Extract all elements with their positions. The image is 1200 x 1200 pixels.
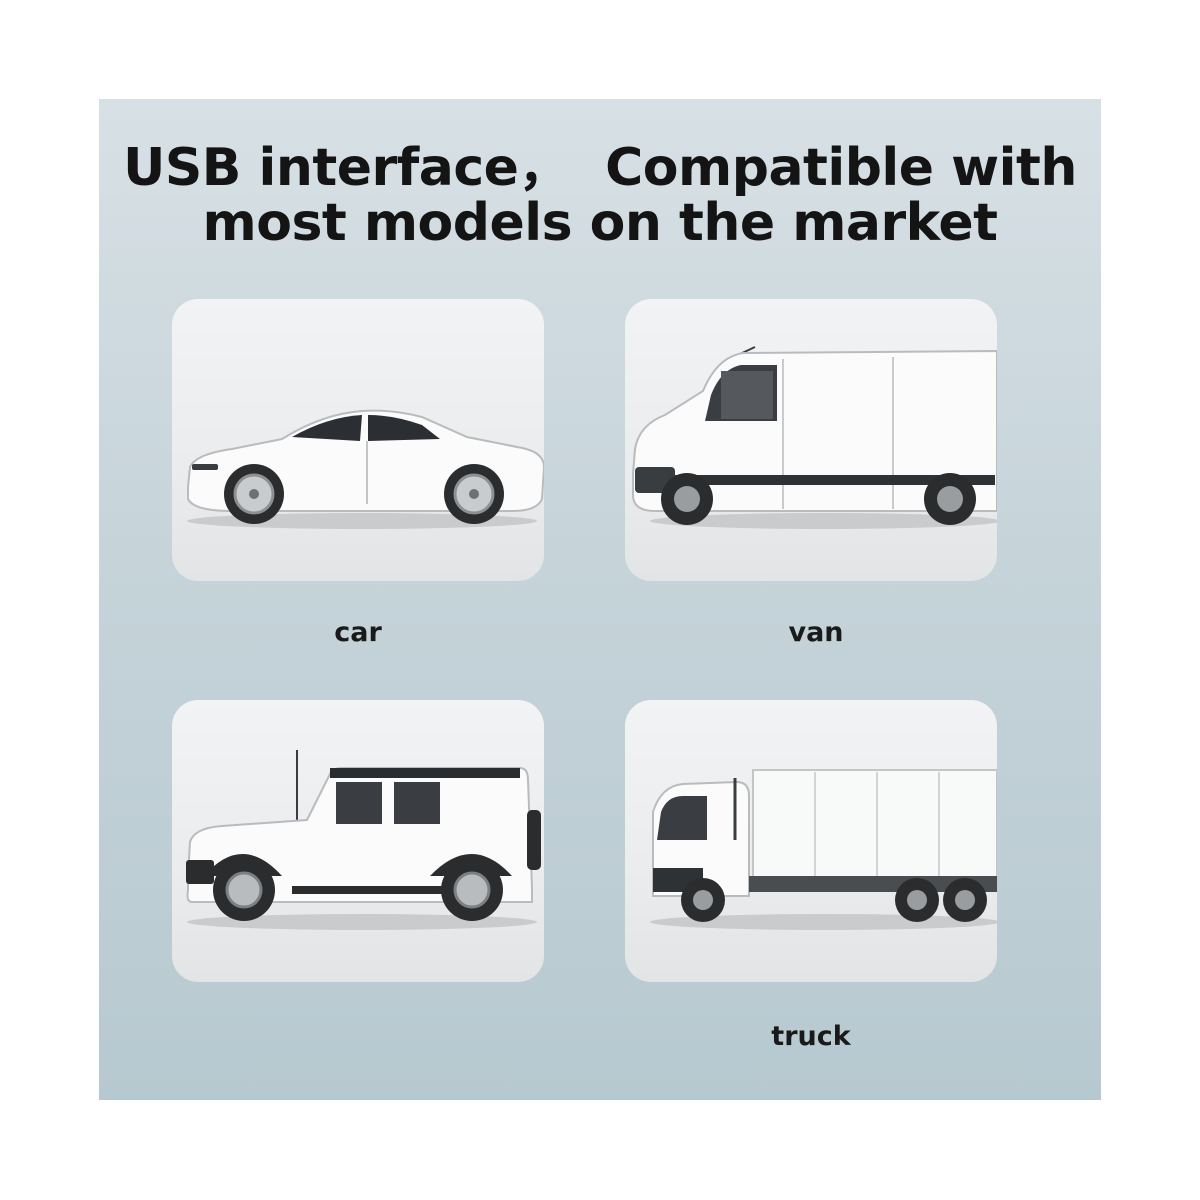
truck-card [625, 700, 997, 982]
headline-line-1: USB interface， Compatible with [123, 138, 1077, 198]
car-illustration [187, 409, 544, 529]
truck-illustration [650, 769, 997, 930]
compatibility-panel: USB interface， Compatible with most mode… [99, 99, 1101, 1100]
van-label: van [788, 617, 844, 648]
van-card [625, 299, 997, 581]
headline-line-2: most models on the market [202, 193, 998, 253]
suv-card [172, 700, 544, 982]
car-label: car [334, 617, 382, 648]
truck-label: truck [771, 1021, 851, 1052]
suv-illustration [186, 750, 541, 930]
car-card [172, 299, 544, 581]
van-illustration [632, 346, 997, 529]
